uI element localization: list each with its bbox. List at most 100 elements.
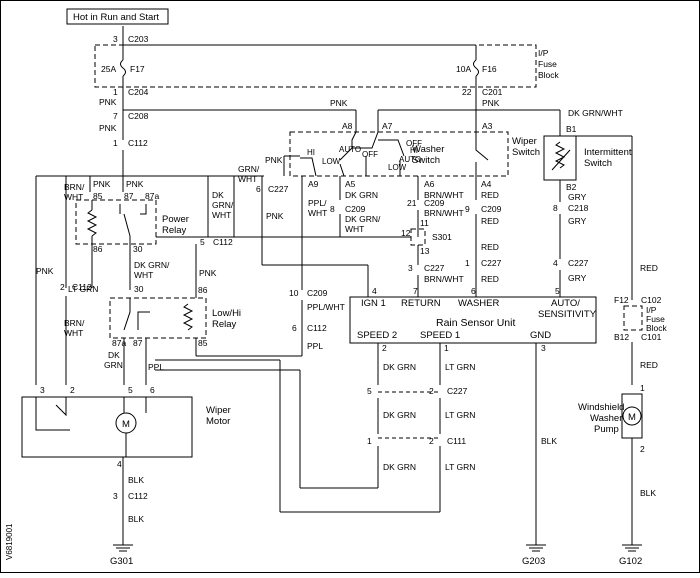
low-hi-relay-switch-icon <box>123 298 150 331</box>
svg-text:WASHER: WASHER <box>458 298 499 309</box>
svg-text:Switch: Switch <box>584 158 612 169</box>
svg-text:F12: F12 <box>614 295 629 305</box>
svg-text:I/P: I/P <box>646 305 657 315</box>
svg-text:I/P: I/P <box>538 48 549 58</box>
svg-text:Motor: Motor <box>206 416 230 427</box>
wiper-switch-contacts <box>300 131 405 177</box>
svg-text:AUTO: AUTO <box>399 155 421 164</box>
svg-text:3: 3 <box>113 34 118 44</box>
ip-fuse-c102-outline <box>623 305 643 331</box>
svg-text:Low/Hi: Low/Hi <box>212 308 241 319</box>
svg-text:4: 4 <box>372 286 377 296</box>
svg-text:BRN/: BRN/ <box>64 182 85 192</box>
svg-text:PNK: PNK <box>93 179 111 189</box>
svg-text:PNK: PNK <box>266 211 284 221</box>
svg-text:PNK: PNK <box>199 268 217 278</box>
svg-text:WHT: WHT <box>64 192 83 202</box>
svg-text:PNK: PNK <box>265 155 283 165</box>
svg-text:BLK: BLK <box>128 514 144 524</box>
svg-text:1: 1 <box>444 343 449 353</box>
svg-text:87a: 87a <box>145 191 159 201</box>
svg-text:Block: Block <box>538 70 560 80</box>
svg-text:87: 87 <box>133 338 143 348</box>
svg-text:5: 5 <box>128 385 133 395</box>
svg-text:9: 9 <box>465 204 470 214</box>
title-label: Hot in Run and Start <box>73 12 159 23</box>
svg-text:PNK: PNK <box>482 98 500 108</box>
svg-text:C208: C208 <box>128 111 149 121</box>
ground-g301: G301 <box>110 556 133 567</box>
svg-text:Wiper: Wiper <box>206 405 231 416</box>
svg-text:4: 4 <box>553 258 558 268</box>
svg-text:WHT: WHT <box>64 328 83 338</box>
wiper-switch-outline <box>289 131 509 177</box>
svg-text:WHT: WHT <box>134 270 153 280</box>
svg-text:WHT: WHT <box>238 174 257 184</box>
svg-text:BRN/: BRN/ <box>64 318 85 328</box>
svg-text:1: 1 <box>113 87 118 97</box>
svg-text:PNK: PNK <box>99 97 117 107</box>
svg-text:DK GRN/WHT: DK GRN/WHT <box>568 108 623 118</box>
svg-text:C209: C209 <box>481 204 502 214</box>
svg-text:85: 85 <box>198 338 208 348</box>
svg-text:1: 1 <box>465 258 470 268</box>
svg-text:AUTO/: AUTO/ <box>551 298 580 309</box>
svg-text:Wiper: Wiper <box>512 136 537 147</box>
svg-text:RED: RED <box>640 360 658 370</box>
svg-text:4: 4 <box>117 459 122 469</box>
svg-text:DK GRN/: DK GRN/ <box>345 214 381 224</box>
low-hi-relay-coil-icon <box>182 303 194 331</box>
svg-text:GRN/: GRN/ <box>238 164 260 174</box>
svg-text:PNK: PNK <box>126 179 144 189</box>
svg-text:RED: RED <box>481 242 499 252</box>
power-relay-switch-icon <box>119 204 147 237</box>
svg-text:6: 6 <box>292 323 297 333</box>
svg-text:PNK: PNK <box>36 266 54 276</box>
svg-text:3: 3 <box>113 491 118 501</box>
svg-text:DK GRN: DK GRN <box>383 362 416 372</box>
svg-text:LT GRN: LT GRN <box>445 462 475 472</box>
svg-text:Windshield: Windshield <box>578 402 624 413</box>
svg-text:2: 2 <box>382 343 387 353</box>
svg-text:11: 11 <box>420 218 429 228</box>
svg-text:M: M <box>628 412 636 423</box>
svg-text:BRN/WHT: BRN/WHT <box>424 208 464 218</box>
svg-text:S301: S301 <box>432 232 452 242</box>
svg-text:GRN/: GRN/ <box>212 200 234 210</box>
svg-text:LT GRN: LT GRN <box>68 284 98 294</box>
intermittent-switch-resistor-icon <box>551 141 571 171</box>
svg-text:3: 3 <box>408 263 413 273</box>
svg-text:C227: C227 <box>424 263 445 273</box>
svg-text:PPL: PPL <box>307 341 323 351</box>
svg-text:2: 2 <box>429 436 434 446</box>
svg-text:2: 2 <box>640 444 645 454</box>
svg-text:6: 6 <box>256 184 261 194</box>
svg-text:OFF: OFF <box>406 139 422 148</box>
fuse-f16-icon <box>473 59 479 77</box>
svg-text:DK: DK <box>108 350 120 360</box>
svg-text:WHT: WHT <box>308 208 327 218</box>
svg-text:DK GRN: DK GRN <box>383 410 416 420</box>
svg-text:GRN: GRN <box>104 360 123 370</box>
svg-text:6: 6 <box>150 385 155 395</box>
svg-text:WHT: WHT <box>345 224 364 234</box>
washer-switch-contact <box>475 132 489 176</box>
svg-text:Fuse: Fuse <box>646 314 665 324</box>
svg-text:BLK: BLK <box>541 436 557 446</box>
svg-text:DK GRN: DK GRN <box>383 462 416 472</box>
svg-text:Intermittent: Intermittent <box>584 147 632 158</box>
svg-text:86: 86 <box>93 244 103 254</box>
svg-text:30: 30 <box>134 284 144 294</box>
svg-text:C227: C227 <box>568 258 589 268</box>
svg-text:Washer: Washer <box>412 144 444 155</box>
svg-text:10: 10 <box>289 288 299 298</box>
svg-text:B12: B12 <box>614 332 629 342</box>
svg-text:10A: 10A <box>456 64 471 74</box>
svg-text:Pump: Pump <box>594 424 619 435</box>
svg-text:7: 7 <box>113 111 118 121</box>
svg-text:C227: C227 <box>268 184 289 194</box>
svg-text:8: 8 <box>553 203 558 213</box>
power-relay-outline <box>75 199 157 245</box>
